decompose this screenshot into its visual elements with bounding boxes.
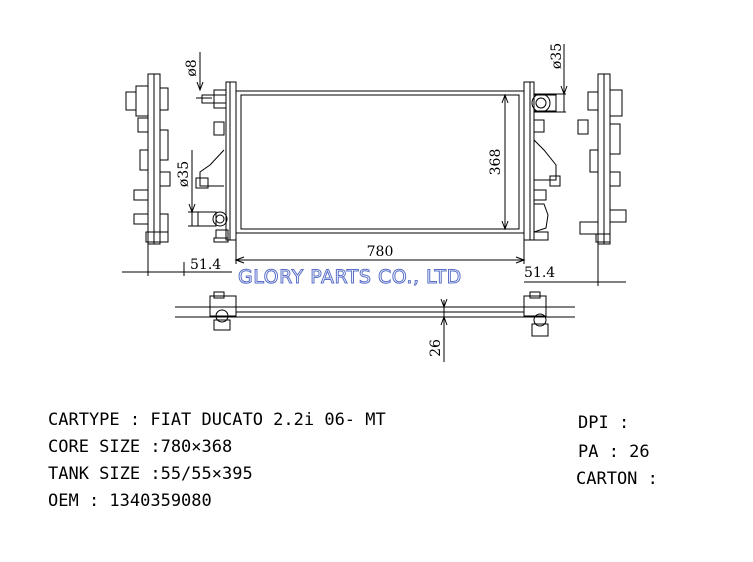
dimension-lines: [122, 44, 626, 362]
left-side-view: [125, 73, 171, 245]
spec-core-size: CORE SIZE :780×368: [48, 437, 233, 457]
dim-core-width: 780: [367, 244, 394, 260]
dim-offset-right: 51.4: [524, 265, 555, 281]
spec-pa: PA : 26: [578, 442, 650, 462]
spec-oem: OEM : 1340359080: [48, 491, 212, 511]
dim-pipe-top-right: ø35: [549, 43, 565, 69]
dim-offset-left: 51.4: [190, 257, 221, 273]
radiator-core-front-view: [225, 81, 535, 241]
dim-pipe-left: ø35: [176, 161, 192, 187]
spec-dpi: DPI :: [578, 413, 630, 433]
company-watermark: GLORY PARTS CO., LTD: [238, 266, 462, 289]
right-side-view: [577, 73, 627, 245]
spec-carton: CARTON :: [576, 469, 658, 489]
dim-core-height: 368: [488, 149, 504, 176]
dim-thickness: 26: [428, 339, 444, 357]
right-tank-fittings: [531, 93, 561, 241]
spec-tank-size: TANK SIZE :55/55×395: [48, 464, 253, 484]
spec-cartype: CARTYPE : FIAT DUCATO 2.2i 06- MT: [48, 410, 386, 430]
radiator-top-view: [175, 291, 575, 337]
dim-pipe-top-left: ø8: [184, 59, 200, 76]
left-tank-fittings: [195, 89, 229, 243]
radiator-technical-drawing: ø8 ø35 ø35 368 780 51.4 51.4 26: [122, 43, 627, 362]
